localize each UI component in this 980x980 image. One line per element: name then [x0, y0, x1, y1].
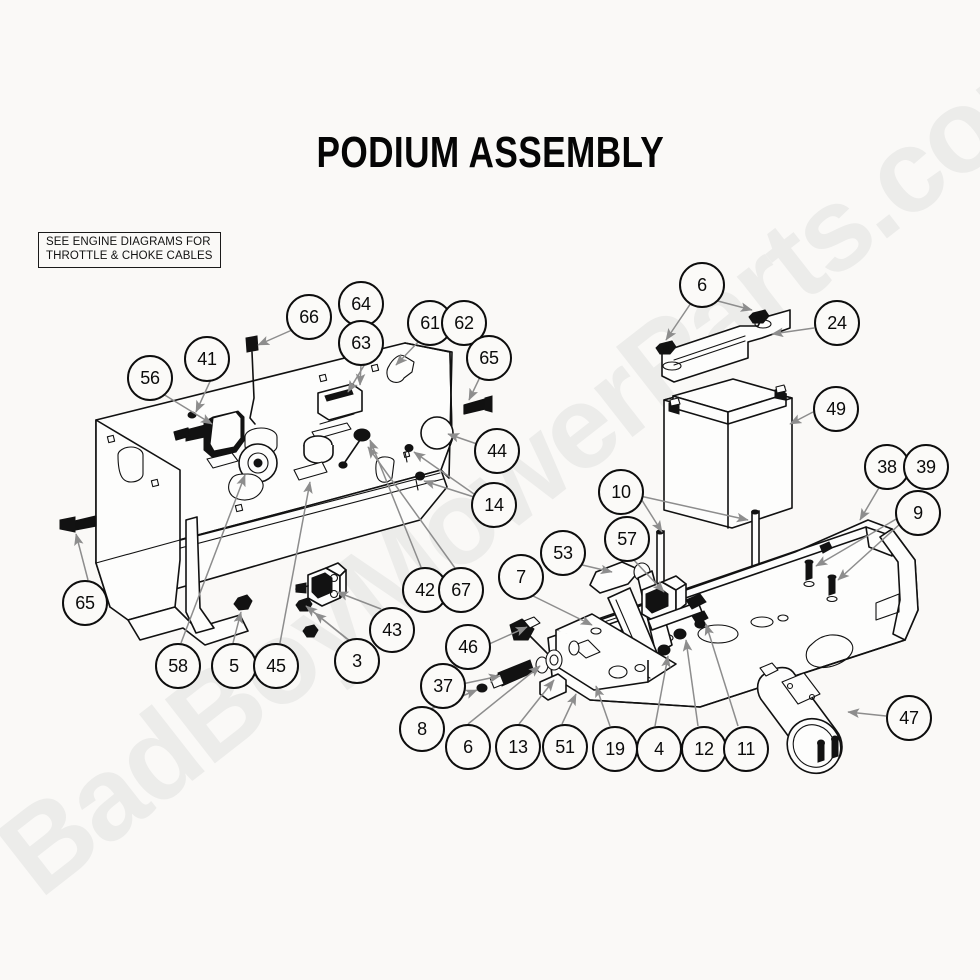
callout-label: 39	[916, 457, 936, 477]
callout-9[interactable]: 9	[895, 490, 941, 536]
callout-63[interactable]: 63	[338, 320, 384, 366]
callout-label: 14	[484, 495, 504, 515]
callout-label: 46	[458, 637, 478, 657]
callout-10[interactable]: 10	[598, 469, 644, 515]
callout-65-upper[interactable]: 65	[466, 335, 512, 381]
callout-5[interactable]: 5	[211, 643, 257, 689]
callout-45[interactable]: 45	[253, 643, 299, 689]
callout-label: 66	[299, 307, 319, 327]
callout-51[interactable]: 51	[542, 724, 588, 770]
callout-7[interactable]: 7	[498, 554, 544, 600]
callout-8[interactable]: 8	[399, 706, 445, 752]
callout-label: 5	[229, 656, 239, 676]
callout-66[interactable]: 66	[286, 294, 332, 340]
page-title: PODIUM ASSEMBLY	[0, 128, 980, 178]
callout-56[interactable]: 56	[127, 355, 173, 401]
callout-label: 47	[899, 708, 919, 728]
callout-11[interactable]: 11	[723, 726, 769, 772]
callout-label: 8	[417, 719, 427, 739]
callout-label: 62	[454, 313, 474, 333]
callout-label: 7	[516, 567, 526, 587]
latch-assembly	[295, 562, 347, 607]
callout-58[interactable]: 58	[155, 643, 201, 689]
callout-6-lower[interactable]: 6	[445, 724, 491, 770]
callout-49[interactable]: 49	[813, 386, 859, 432]
callout-label: 49	[826, 399, 846, 419]
note-box: SEE ENGINE DIAGRAMS FOR THROTTLE & CHOKE…	[38, 232, 221, 268]
callout-label: 41	[197, 349, 217, 369]
callout-label: 10	[611, 482, 631, 502]
callout-label: 13	[508, 737, 528, 757]
callout-label: 44	[487, 441, 507, 461]
callout-label: 19	[605, 739, 625, 759]
callout-53[interactable]: 53	[540, 530, 586, 576]
note-line-1: SEE ENGINE DIAGRAMS FOR	[46, 236, 211, 248]
callout-3[interactable]: 3	[334, 638, 380, 684]
callout-64[interactable]: 64	[338, 281, 384, 327]
callout-43[interactable]: 43	[369, 607, 415, 653]
callout-label: 4	[654, 739, 664, 759]
callout-label: 57	[617, 529, 637, 549]
callout-65-lower[interactable]: 65	[62, 580, 108, 626]
callout-label: 37	[433, 676, 453, 696]
callout-label: 38	[877, 457, 897, 477]
callout-38[interactable]: 38	[864, 444, 910, 490]
callout-57[interactable]: 57	[604, 516, 650, 562]
podium-panel-group	[59, 335, 493, 646]
callout-24[interactable]: 24	[814, 300, 860, 346]
callout-19[interactable]: 19	[592, 726, 638, 772]
callout-label: 12	[694, 739, 714, 759]
callout-4[interactable]: 4	[636, 726, 682, 772]
callout-label: 42	[415, 580, 435, 600]
callout-41[interactable]: 41	[184, 336, 230, 382]
callout-46[interactable]: 46	[445, 624, 491, 670]
callout-67[interactable]: 67	[438, 567, 484, 613]
callout-label: 43	[382, 620, 402, 640]
page-title-text: PODIUM ASSEMBLY	[316, 128, 664, 177]
callout-label: 6	[463, 737, 473, 757]
callout-44[interactable]: 44	[474, 428, 520, 474]
callout-label: 56	[140, 368, 160, 388]
callout-13[interactable]: 13	[495, 724, 541, 770]
callout-label: 61	[420, 313, 440, 333]
callout-label: 9	[913, 503, 923, 523]
cylinder-part	[756, 662, 843, 775]
callout-label: 63	[351, 333, 371, 353]
callout-37[interactable]: 37	[420, 663, 466, 709]
callout-12[interactable]: 12	[681, 726, 727, 772]
callout-label: 58	[168, 656, 188, 676]
callout-42[interactable]: 42	[402, 567, 448, 613]
callout-label: 65	[75, 593, 95, 613]
callout-39[interactable]: 39	[903, 444, 949, 490]
note-line-2: THROTTLE & CHOKE CABLES	[46, 249, 213, 262]
callout-47[interactable]: 47	[886, 695, 932, 741]
callout-label: 6	[697, 275, 707, 295]
callout-label: 53	[553, 543, 573, 563]
callout-label: 11	[736, 739, 756, 759]
callout-label: 3	[352, 651, 362, 671]
pedal-linkage	[555, 561, 709, 691]
callout-label: 64	[351, 294, 371, 314]
callout-label: 65	[479, 348, 499, 368]
callout-14[interactable]: 14	[471, 482, 517, 528]
callout-label: 51	[555, 737, 575, 757]
callout-label: 67	[451, 580, 471, 600]
battery-base-group	[476, 309, 919, 775]
callout-label: 24	[827, 313, 847, 333]
callout-label: 45	[266, 656, 286, 676]
callout-6-upper[interactable]: 6	[679, 262, 725, 308]
